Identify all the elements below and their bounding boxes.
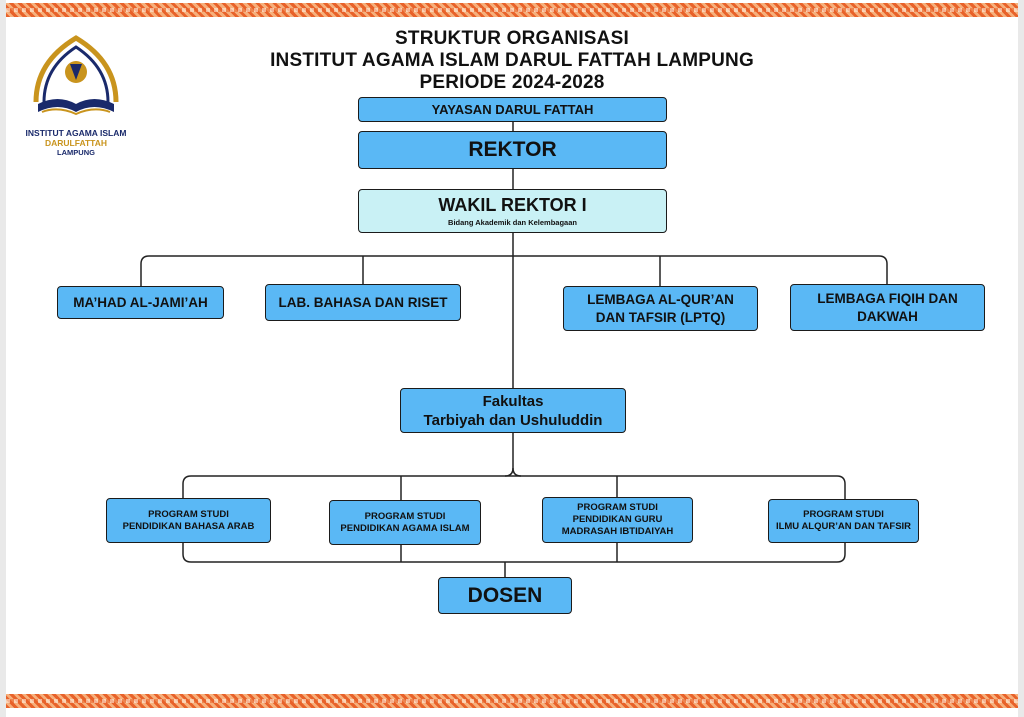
box-prodi-pgmi: PROGRAM STUDI PENDIDIKAN GURU MADRASAH I… xyxy=(542,497,693,543)
mahad-label: MA’HAD AL-JAMI’AH xyxy=(73,295,208,310)
decorative-bottom-border xyxy=(6,694,1018,708)
fiqih-label-line2: DAKWAH xyxy=(857,308,918,324)
lptq-label-line1: LEMBAGA AL-QUR’AN xyxy=(587,291,734,307)
rektor-label: REKTOR xyxy=(468,138,557,161)
institution-logo-icon xyxy=(33,35,119,116)
prodi-iat-line2: ILMU ALQUR’AN DAN TAFSIR xyxy=(775,521,912,532)
yayasan-label: YAYASAN DARUL FATTAH xyxy=(431,102,594,117)
wakil-rektor-label: WAKIL REKTOR I xyxy=(438,195,587,215)
prodi-pgmi-line2: PENDIDIKAN GURU xyxy=(572,514,663,525)
prodi-pai-line1: PROGRAM STUDI xyxy=(364,510,446,522)
logo-text-line3: LAMPUNG xyxy=(57,148,95,157)
box-prodi-pai: PROGRAM STUDI PENDIDIKAN AGAMA ISLAM xyxy=(329,500,481,545)
box-fiqih-dakwah: LEMBAGA FIQIH DAN DAKWAH xyxy=(790,284,985,331)
page-title-line1: STRUKTUR ORGANISASI xyxy=(395,28,629,49)
prodi-pba-line1: PROGRAM STUDI xyxy=(148,508,229,520)
institution-logo: INSTITUT AGAMA ISLAM DARULFATTAH LAMPUNG xyxy=(26,32,126,157)
prodi-pba-line2: PENDIDIKAN BAHASA ARAB xyxy=(122,520,255,532)
prodi-pgmi-line1: PROGRAM STUDI xyxy=(577,502,658,513)
logo-text-line2: DARULFATTAH xyxy=(44,138,107,148)
box-lptq: LEMBAGA AL-QUR’AN DAN TAFSIR (LPTQ) xyxy=(563,286,758,331)
decorative-top-border xyxy=(6,3,1018,17)
prodi-pai-line2: PENDIDIKAN AGAMA ISLAM xyxy=(340,522,470,534)
box-prodi-iat: PROGRAM STUDI ILMU ALQUR’AN DAN TAFSIR xyxy=(768,499,919,543)
box-prodi-pba: PROGRAM STUDI PENDIDIKAN BAHASA ARAB xyxy=(106,498,271,543)
prodi-pgmi-line3: MADRASAH IBTIDAIYAH xyxy=(561,526,674,537)
prodi-iat-line1: PROGRAM STUDI xyxy=(803,509,884,520)
box-yayasan: YAYASAN DARUL FATTAH xyxy=(358,97,667,122)
box-wakil-rektor: WAKIL REKTOR I Bidang Akademik dan Kelem… xyxy=(358,189,667,233)
box-dosen: DOSEN xyxy=(438,577,572,614)
box-rektor: REKTOR xyxy=(358,131,667,169)
box-mahad: MA’HAD AL-JAMI’AH xyxy=(57,286,224,319)
page-title-line2: INSTITUT AGAMA ISLAM DARUL FATTAH LAMPUN… xyxy=(270,50,754,71)
page-title-line3: PERIODE 2024-2028 xyxy=(419,72,605,93)
fakultas-label-line1: Fakultas xyxy=(482,392,544,410)
wakil-rektor-subtitle: Bidang Akademik dan Kelembagaan xyxy=(448,218,577,227)
lptq-label-line2: DAN TAFSIR (LPTQ) xyxy=(595,309,726,325)
fiqih-label-line1: LEMBAGA FIQIH DAN xyxy=(817,290,958,306)
dosen-label: DOSEN xyxy=(467,583,543,607)
lab-label: LAB. BAHASA DAN RISET xyxy=(278,295,448,310)
fakultas-label-line2: Tarbiyah dan Ushuluddin xyxy=(423,411,603,429)
logo-text-line1: INSTITUT AGAMA ISLAM xyxy=(25,128,127,138)
box-fakultas: Fakultas Tarbiyah dan Ushuluddin xyxy=(400,388,626,433)
box-lab-bahasa: LAB. BAHASA DAN RISET xyxy=(265,284,461,321)
